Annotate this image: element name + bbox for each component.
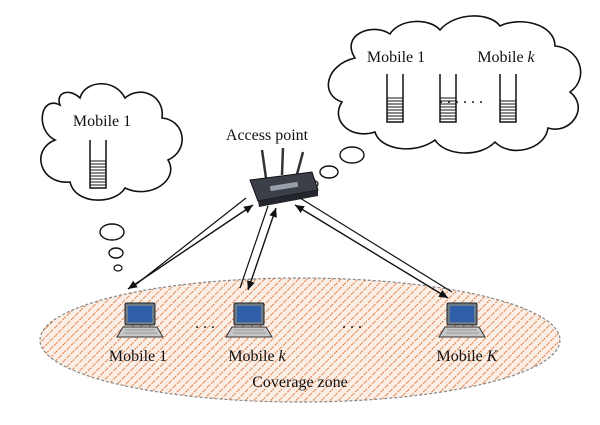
right-cloud-mobile-1-label: Mobile 1 [367, 49, 425, 66]
wireless-links [127, 197, 453, 299]
wifi-router-icon [249, 147, 319, 207]
laptop-dots-1: . . . [195, 315, 215, 332]
left-thought-cloud [40, 83, 183, 272]
queue-icon-right-k [499, 74, 517, 123]
laptop-mobile-k-label: Mobile k [228, 348, 286, 365]
queue-icon-right-1 [386, 74, 404, 123]
queue-icon-left [89, 140, 107, 189]
right-cloud-mobile-k-label: Mobile k [477, 49, 535, 66]
queue-icon-right-2 [439, 74, 457, 123]
laptop-mobile-K-label: Mobile K [437, 348, 499, 365]
left-cloud-mobile-label: Mobile 1 [73, 113, 131, 130]
laptop-dots-2: . . . [342, 315, 362, 332]
access-point-label: Access point [226, 127, 309, 144]
laptop-mobile-1-label: Mobile 1 [109, 348, 167, 365]
right-cloud-dots: . . . . . . [439, 90, 483, 107]
coverage-zone-label: Coverage zone [252, 374, 348, 391]
